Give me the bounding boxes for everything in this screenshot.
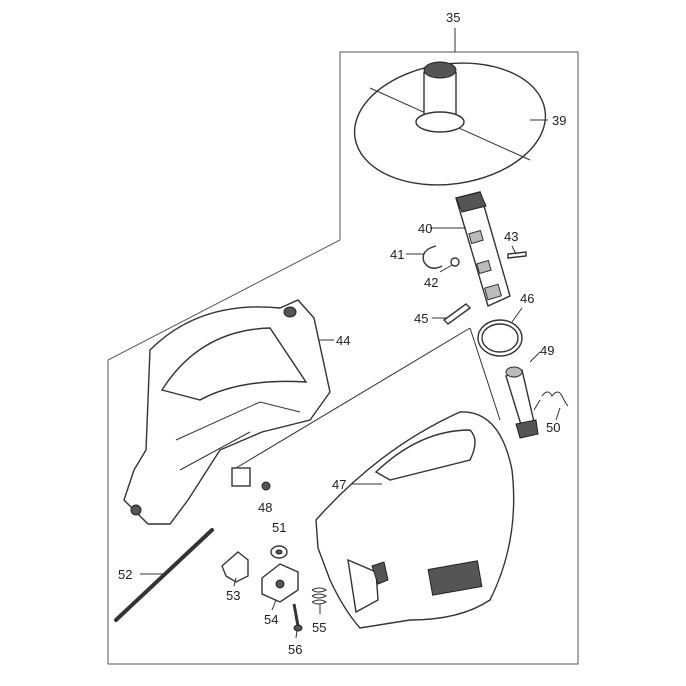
label-51: 51	[272, 520, 286, 535]
part-55-spring	[311, 587, 327, 605]
part-42-ball	[450, 257, 460, 267]
part-39-disc	[353, 61, 547, 186]
label-42: 42	[424, 275, 438, 290]
label-55: 55	[312, 620, 326, 635]
label-41: 41	[390, 247, 404, 262]
part-43-pin	[507, 251, 527, 259]
label-52: 52	[118, 567, 132, 582]
label-46: 46	[520, 291, 534, 306]
label-47: 47	[332, 477, 346, 492]
part-47-lower-guard	[315, 411, 515, 629]
part-49-lever	[505, 366, 539, 439]
assembly-boundary	[107, 51, 579, 665]
part-48-screw	[261, 481, 271, 491]
part-44-upper-guard	[123, 299, 331, 525]
part-51-nut	[270, 545, 288, 559]
part-53-clip	[221, 551, 249, 583]
leader-43	[511, 245, 517, 255]
label-53: 53	[226, 588, 240, 603]
part-56-bolt	[292, 603, 303, 632]
part-41-clip	[422, 245, 443, 269]
label-44: 44	[336, 333, 350, 348]
leader-42	[439, 264, 453, 273]
part-50-spring	[533, 391, 569, 411]
label-45: 45	[414, 311, 428, 326]
label-56: 56	[288, 642, 302, 657]
leader-49	[529, 351, 541, 363]
label-54: 54	[264, 612, 278, 627]
label-50: 50	[546, 420, 560, 435]
label-39: 39	[552, 113, 566, 128]
part-46-ring	[477, 319, 523, 357]
part-52-rod	[114, 528, 214, 622]
leader-53	[233, 577, 237, 587]
label-43: 43	[504, 229, 518, 244]
label-49: 49	[540, 343, 554, 358]
label-35: 35	[446, 10, 460, 25]
part-54-bracket	[261, 563, 299, 603]
part-45-pin	[442, 303, 472, 325]
leader-56	[295, 629, 298, 639]
label-48: 48	[258, 500, 272, 515]
leader-54	[271, 599, 277, 611]
leader-50	[555, 407, 561, 421]
label-40: 40	[418, 221, 432, 236]
alignment-line	[235, 327, 471, 469]
part-40-shaft	[455, 191, 511, 307]
alignment-line	[469, 327, 501, 421]
leader-46	[511, 307, 523, 323]
